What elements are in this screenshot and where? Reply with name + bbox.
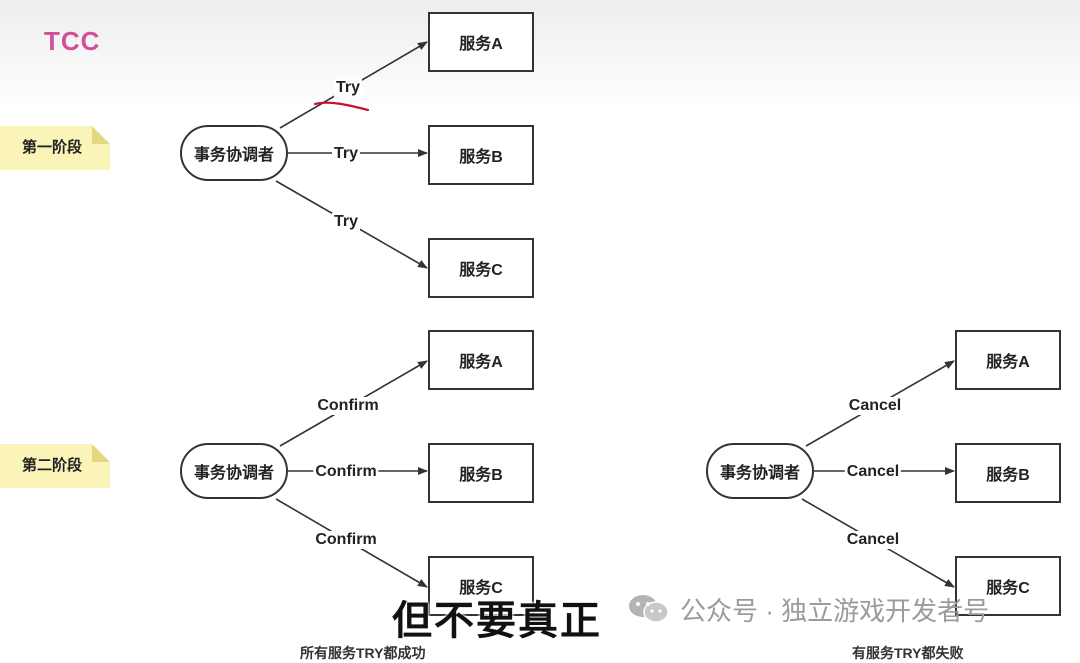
coordinator-cancel: 事务协调者 xyxy=(706,443,814,499)
service-a-try: 服务A xyxy=(428,12,534,72)
service-b-label: 服务B xyxy=(459,149,503,166)
service-a-label: 服务A xyxy=(986,354,1030,371)
label-confirm-a: Confirm xyxy=(315,397,381,415)
service-c-cancel: 服务C xyxy=(955,556,1061,616)
label-try-b: Try xyxy=(331,145,361,163)
coordinator-label: 事务协调者 xyxy=(719,465,800,482)
service-b-confirm: 服务B xyxy=(428,443,534,503)
service-a-cancel: 服务A xyxy=(955,330,1061,390)
label-try-c: Try xyxy=(331,213,361,231)
label-cancel-c: Cancel xyxy=(844,531,902,549)
phase-two-note: 第二阶段 xyxy=(0,444,110,488)
service-c-label: 服务C xyxy=(459,262,503,279)
watermark: 公众号 · 独立游戏开发者号 xyxy=(628,589,989,629)
coordinator-label: 事务协调者 xyxy=(193,147,274,164)
service-c-try: 服务C xyxy=(428,238,534,298)
service-a-confirm: 服务A xyxy=(428,330,534,390)
service-c-confirm: 服务C xyxy=(428,556,534,616)
coordinator-phase-one: 事务协调者 xyxy=(180,125,288,181)
service-b-label: 服务B xyxy=(986,467,1030,484)
label-confirm-b: Confirm xyxy=(313,463,379,481)
watermark-text: 公众号 · 独立游戏开发者号 xyxy=(680,595,990,626)
label-cancel-b: Cancel xyxy=(844,463,902,481)
service-c-label: 服务C xyxy=(986,580,1030,597)
label-cancel-a: Cancel xyxy=(846,397,904,415)
phase-one-note: 第一阶段 xyxy=(0,126,110,170)
cancel-condition-caption: 有服务TRY都失败 xyxy=(852,645,964,661)
service-b-label: 服务B xyxy=(459,467,503,484)
header-fade xyxy=(0,0,1080,110)
service-a-label: 服务A xyxy=(459,354,503,371)
pen-underline-try xyxy=(313,101,370,112)
phase-one-label: 第一阶段 xyxy=(22,139,83,156)
service-c-label: 服务C xyxy=(459,580,503,597)
confirm-condition-caption: 所有服务TRY都成功 xyxy=(300,645,426,661)
phase-two-label: 第二阶段 xyxy=(22,457,83,474)
service-b-try: 服务B xyxy=(428,125,534,185)
label-confirm-c: Confirm xyxy=(313,531,379,549)
service-b-cancel: 服务B xyxy=(955,443,1061,503)
coordinator-label: 事务协调者 xyxy=(193,465,274,482)
label-try-a: Try xyxy=(333,79,363,97)
video-subtitle: 但不要真正 xyxy=(392,599,602,643)
diagram-title: TCC xyxy=(44,26,101,56)
coordinator-confirm: 事务协调者 xyxy=(180,443,288,499)
service-a-label: 服务A xyxy=(459,36,503,53)
wechat-icon xyxy=(628,593,670,625)
